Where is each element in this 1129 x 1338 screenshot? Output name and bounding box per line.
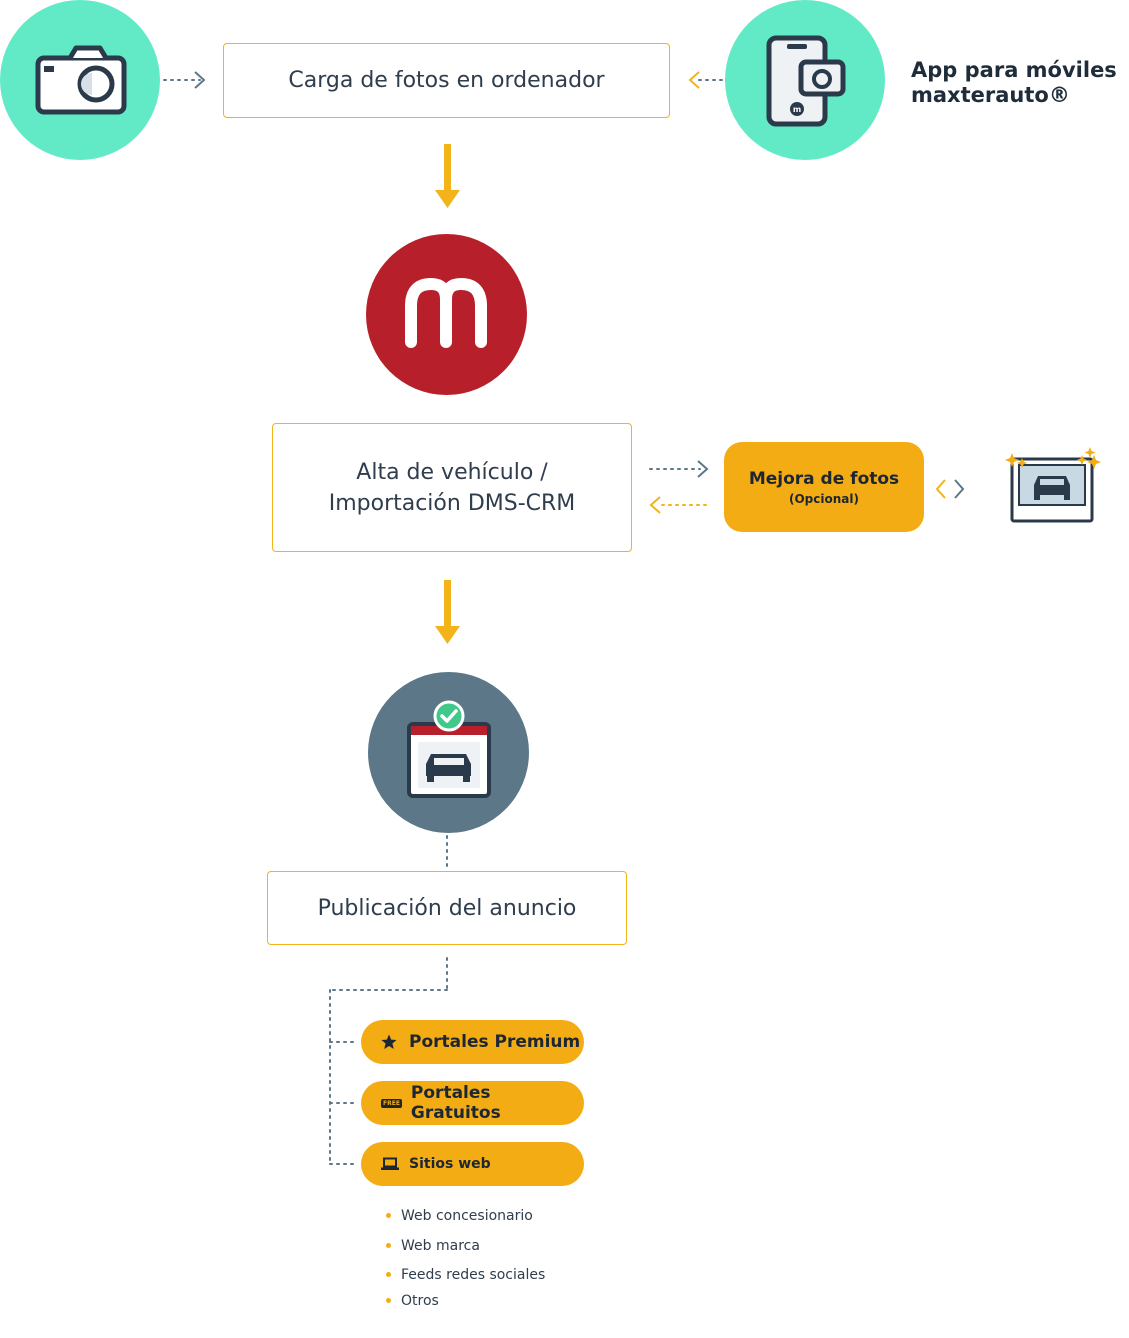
photo-enhancement-box: Mejora de fotos (Opcional) [724,442,924,532]
channel-websites: Sitios web [361,1142,584,1186]
channels-tree [329,957,448,1165]
app-to-upload-arrow [688,71,723,89]
channel-websites-label: Sitios web [409,1156,491,1172]
maxterauto-logo [366,234,527,395]
web-item-label: Otros [401,1293,439,1309]
down-arrow-2 [435,580,460,644]
mobile-app-title: App para móviles maxterauto® [911,58,1117,108]
channel-free-label: Portales Gratuitos [410,1083,501,1123]
camera-to-upload-arrow [163,71,206,89]
mobile-app-title-line2: maxterauto® [911,83,1070,107]
vehicle-registration-line2: Importación DMS-CRM [328,490,576,516]
channel-premium-label: Portales Premium [409,1032,581,1052]
star-icon [381,1034,397,1049]
down-arrow-1 [435,144,460,208]
camera-circle [0,0,160,160]
svg-text:m: m [793,105,801,114]
photo-enhancement-title: Mejora de fotos [748,468,900,489]
web-item-label: Web marca [401,1238,480,1254]
mejora-to-alta-arrow [649,496,707,514]
vehicle-registration-box: Alta de vehículo / Importación DMS-CRM [272,423,632,552]
channel-free-portals: FREE Portales Gratuitos [361,1081,584,1125]
web-item: Otros [386,1293,439,1309]
listing-publication-label: Publicación del anuncio [317,895,577,921]
upload-photos-label: Carga de fotos en ordenador [288,68,605,93]
published-car-listing-icon [407,700,491,798]
mobile-camera-app-icon: m [766,35,846,127]
upload-photos-box: Carga de fotos en ordenador [223,43,670,118]
listing-publication-box: Publicación del anuncio [267,871,627,945]
web-item-label: Web concesionario [401,1208,533,1224]
web-item-label: Feeds redes sociales [401,1267,546,1283]
published-listing-circle [368,672,529,833]
camera-icon [35,45,127,115]
free-badge-icon: FREE [381,1098,402,1108]
mobile-app-title-line1: App para móviles [911,58,1117,82]
alta-to-mejora-arrow [649,460,709,478]
laptop-icon [381,1157,399,1170]
web-item: Feeds redes sociales [386,1267,545,1283]
web-item: Web marca [386,1238,480,1254]
photo-enhancement-optional: (Opcional) [789,491,859,506]
channel-premium-portals: Portales Premium [361,1020,584,1064]
mobile-app-circle: m [725,0,885,160]
bidirectional-chevrons-icon [935,479,965,499]
maxterauto-m-logo-icon [405,278,487,348]
vehicle-registration-line1: Alta de vehículo / [356,459,548,485]
enhanced-car-photo-icon [1005,447,1101,523]
web-item: Web concesionario [386,1208,533,1224]
